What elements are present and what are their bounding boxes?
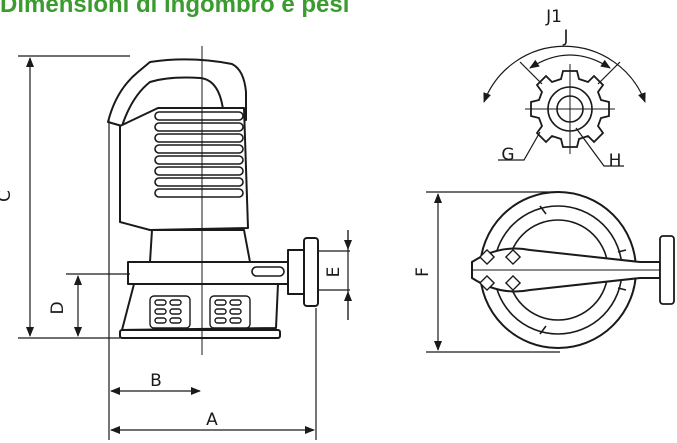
- dim-arc-J1: [483, 45, 646, 103]
- plan-discharge-flange: [659, 235, 675, 305]
- side-view-labels: C D E B A: [0, 190, 344, 430]
- label-C: C: [0, 190, 15, 202]
- side-view-dimensions: [18, 55, 352, 440]
- plan-bolts: [478, 248, 522, 292]
- leader-H: [575, 127, 624, 167]
- discharge-flange: [303, 237, 319, 307]
- page-title: Dimensioni di ingombro e pesi: [0, 0, 350, 18]
- label-A: A: [206, 410, 218, 430]
- flange-detail-dimensions: [483, 45, 646, 167]
- discharge-pipe: [287, 249, 305, 295]
- label-J: J: [562, 27, 568, 47]
- plan-view-dimensions: [426, 191, 560, 353]
- discharge-slot: [251, 266, 285, 277]
- flange-detail-labels: J1 J G H: [501, 7, 621, 171]
- leader-G: [498, 131, 541, 161]
- strainer-grille-left: [149, 295, 191, 329]
- label-F: F: [413, 267, 433, 277]
- strainer-grille-right: [209, 295, 251, 329]
- label-D: D: [48, 301, 68, 314]
- label-E: E: [324, 267, 344, 278]
- flange-detail-view: [525, 64, 615, 154]
- dim-arc-J: [529, 54, 611, 69]
- base-foot: [119, 329, 281, 339]
- pump-side-view: [107, 58, 319, 339]
- pump-base: [121, 283, 279, 331]
- pump-handle: [107, 58, 247, 127]
- label-H: H: [609, 151, 622, 171]
- cooling-ribs: [154, 111, 244, 198]
- label-G: G: [501, 145, 514, 165]
- pump-plan-view: [471, 191, 675, 349]
- label-J1: J1: [545, 7, 562, 27]
- pump-neck: [149, 229, 251, 263]
- label-B: B: [150, 371, 162, 391]
